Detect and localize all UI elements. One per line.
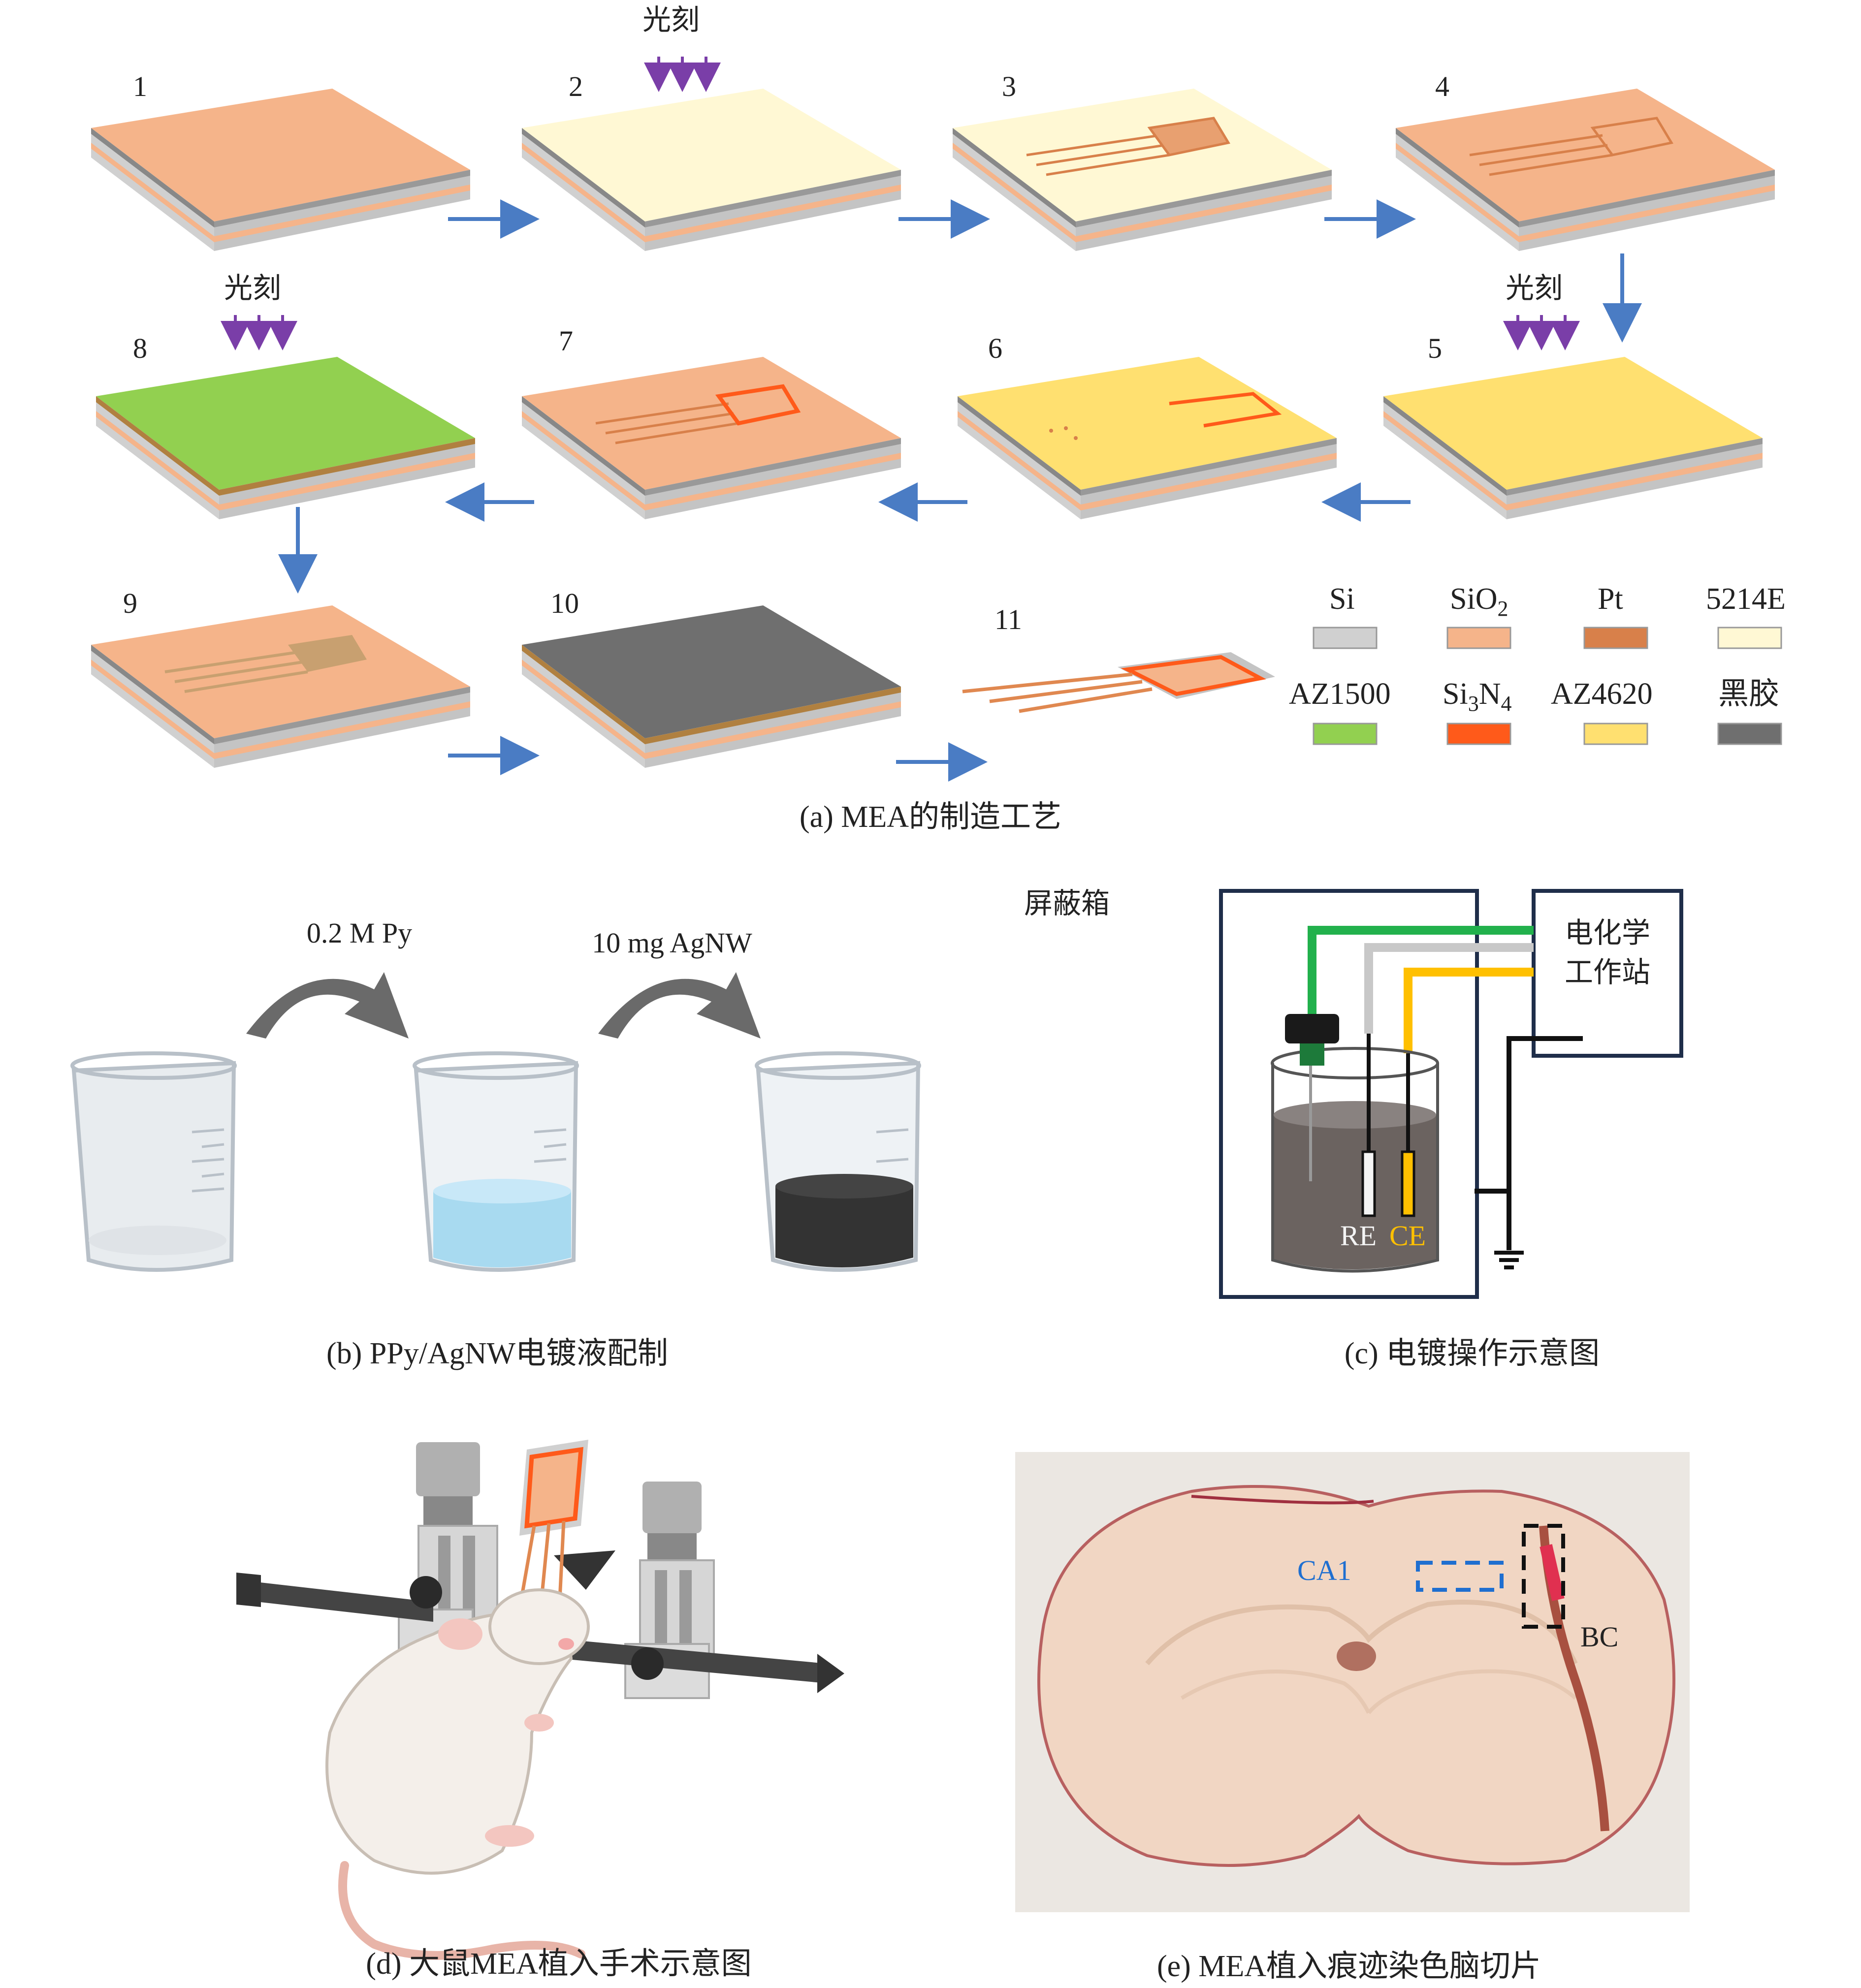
legend-az4620-swatch bbox=[1583, 723, 1648, 745]
wafer-step-10 bbox=[522, 605, 901, 768]
legend-az4620-label: AZ4620 bbox=[1551, 677, 1653, 711]
caption-b: (b) PPy/AgNW电镀液配制 bbox=[326, 1337, 668, 1370]
beaker-py-solution bbox=[413, 1051, 579, 1272]
wafer-step-7 bbox=[522, 357, 901, 519]
legend-black-glue-swatch bbox=[1717, 723, 1782, 745]
step-number-2: 2 bbox=[569, 70, 583, 102]
litho-label-step-8: 光刻 bbox=[224, 272, 281, 304]
caption-a: (a) MEA的制造工艺 bbox=[800, 800, 1061, 834]
legend-si-swatch bbox=[1313, 627, 1378, 649]
wire-green-we bbox=[1308, 926, 1534, 1016]
ca1-label: CA1 bbox=[1297, 1554, 1351, 1586]
legend: Si SiO2 Pt 5214E AZ1500 Si3N4 AZ4620 黑胶 bbox=[1289, 582, 1786, 745]
working-electrode bbox=[1285, 1014, 1339, 1181]
wafer-step-6 bbox=[958, 357, 1337, 519]
legend-sio2-label: SiO2 bbox=[1450, 582, 1508, 621]
step-number-6: 6 bbox=[988, 332, 1002, 364]
wafer-step-9 bbox=[91, 605, 470, 768]
step-number-3: 3 bbox=[1002, 70, 1016, 102]
step-label-agnw: 10 mg AgNW bbox=[592, 927, 752, 959]
wafer-step-1 bbox=[91, 89, 470, 251]
litho-arrows-5 bbox=[1518, 315, 1565, 345]
beaker-empty bbox=[70, 1051, 237, 1272]
caption-d: (d) 大鼠MEA植入手术示意图 bbox=[366, 1947, 752, 1981]
shield-box bbox=[1219, 889, 1479, 1299]
legend-5214e-label: 5214E bbox=[1706, 582, 1786, 616]
step-number-8: 8 bbox=[133, 332, 147, 364]
litho-arrows-2 bbox=[659, 57, 706, 86]
step-number-5: 5 bbox=[1428, 332, 1442, 364]
wire-gray-re bbox=[1364, 943, 1534, 1034]
wafer-step-2 bbox=[522, 89, 901, 251]
legend-si3n4-label: Si3N4 bbox=[1443, 677, 1512, 716]
curved-arrow-2 bbox=[598, 972, 761, 1039]
curved-arrow-1 bbox=[246, 972, 409, 1039]
electrolysis-cell bbox=[1271, 1047, 1439, 1273]
bc-label: BC bbox=[1580, 1621, 1618, 1653]
rat-illustration bbox=[325, 1588, 590, 1960]
wafer-step-4 bbox=[1396, 89, 1775, 251]
beaker-agnw-solution bbox=[755, 1051, 921, 1272]
caption-c: (c) 电镀操作示意图 bbox=[1345, 1337, 1600, 1370]
workstation-label-1: 电化学 bbox=[1565, 917, 1650, 949]
brain-slice-photo bbox=[1015, 1452, 1690, 1912]
shield-box-label: 屏蔽箱 bbox=[1024, 887, 1110, 919]
step-number-1: 1 bbox=[133, 70, 147, 102]
legend-black-glue-label: 黑胶 bbox=[1718, 677, 1779, 711]
legend-si3n4-swatch bbox=[1446, 723, 1511, 745]
legend-pt-label: Pt bbox=[1598, 582, 1623, 616]
legend-az1500-swatch bbox=[1313, 723, 1378, 745]
litho-label-step-2: 光刻 bbox=[642, 4, 700, 36]
legend-sio2-swatch bbox=[1446, 627, 1511, 649]
workstation-label-2: 工作站 bbox=[1565, 956, 1650, 988]
re-label: RE bbox=[1340, 1220, 1377, 1252]
step-number-11: 11 bbox=[995, 603, 1022, 635]
electrode-step-11 bbox=[962, 652, 1275, 713]
wafer-step-8 bbox=[96, 357, 475, 519]
step-number-7: 7 bbox=[559, 325, 573, 357]
ca1-roi-box bbox=[1416, 1561, 1504, 1592]
litho-label-step-5: 光刻 bbox=[1506, 272, 1563, 304]
step-number-10: 10 bbox=[550, 587, 579, 619]
wafer-step-5 bbox=[1383, 357, 1763, 519]
legend-5214e-swatch bbox=[1717, 627, 1782, 649]
ground-icon bbox=[1494, 1251, 1524, 1269]
wire-ground bbox=[1475, 1036, 1583, 1194]
litho-arrows-8 bbox=[235, 315, 283, 345]
legend-pt-swatch bbox=[1583, 627, 1648, 649]
step-label-py: 0.2 M Py bbox=[307, 917, 412, 949]
caption-e: (e) MEA植入痕迹染色脑切片 bbox=[1157, 1950, 1541, 1983]
wire-yellow-ce bbox=[1404, 968, 1534, 1053]
legend-si-label: Si bbox=[1329, 582, 1355, 616]
ce-label: CE bbox=[1389, 1220, 1426, 1252]
legend-az1500-label: AZ1500 bbox=[1289, 677, 1391, 711]
step-number-9: 9 bbox=[123, 587, 137, 619]
wafer-step-3 bbox=[953, 89, 1332, 251]
step-number-4: 4 bbox=[1435, 70, 1449, 102]
